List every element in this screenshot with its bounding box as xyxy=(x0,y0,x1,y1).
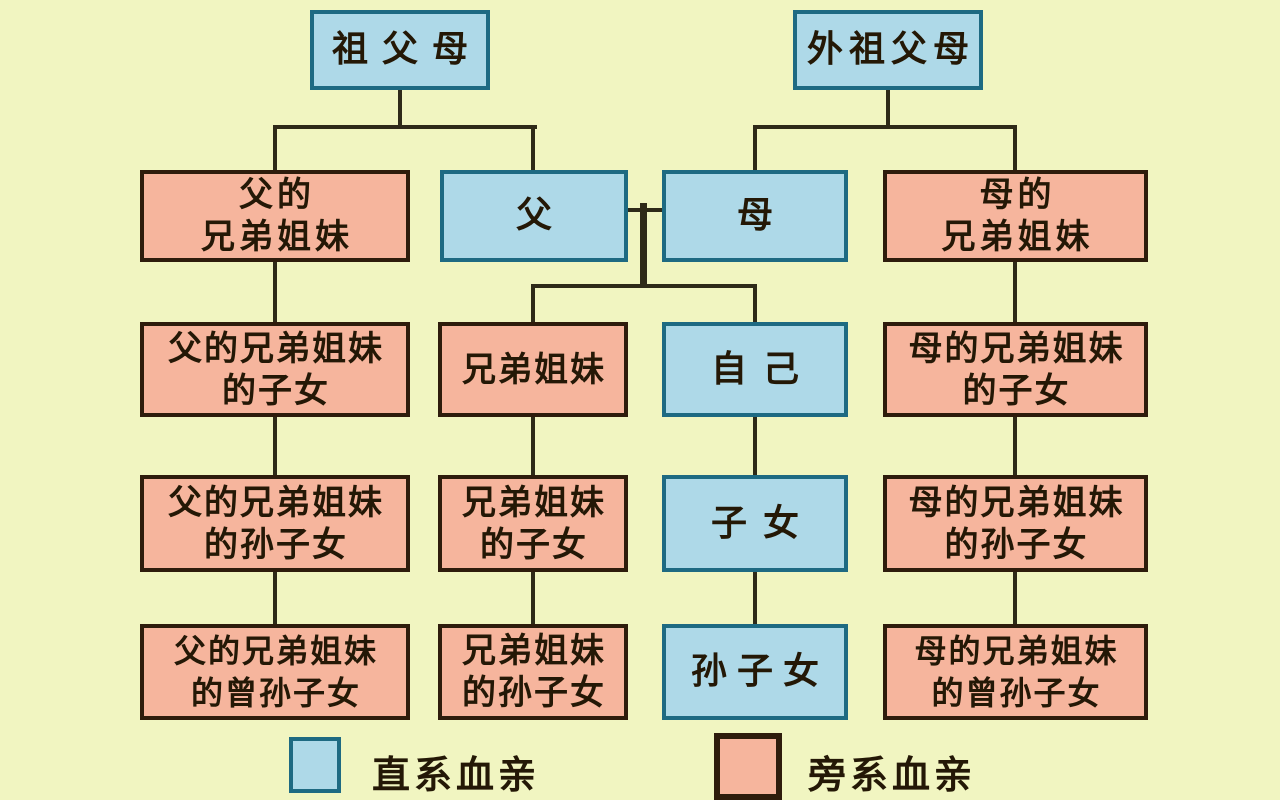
connector-line xyxy=(273,125,277,170)
connector-line xyxy=(273,125,537,129)
node-label: 祖父母 xyxy=(331,29,482,70)
node-label: 的孙子女 xyxy=(462,673,606,713)
connector-line xyxy=(1013,572,1017,624)
connector-line xyxy=(531,417,535,475)
node-siblings: 兄弟姐妹 xyxy=(438,322,628,417)
connector-line xyxy=(1013,262,1017,322)
connector-line xyxy=(531,572,535,624)
node-paternal-grandparents: 祖父母 xyxy=(310,10,490,90)
node-label: 的孙子女 xyxy=(944,524,1089,565)
node-father-siblings-children: 父的兄弟姐妹 的子女 xyxy=(140,322,410,417)
connector-line xyxy=(1013,417,1017,475)
connector-line xyxy=(531,125,535,170)
node-label: 父的兄弟姐妹 xyxy=(173,632,378,670)
connector-line xyxy=(753,284,757,322)
node-father-siblings: 父的 兄弟姐妹 xyxy=(140,170,410,262)
node-label: 子女 xyxy=(710,502,815,544)
node-label: 的子女 xyxy=(962,370,1071,411)
node-mother: 母 xyxy=(662,170,848,262)
connector-line xyxy=(886,90,890,129)
node-label: 兄弟姐妹 xyxy=(201,217,353,257)
node-mother-siblings-great-grandchildren: 母的兄弟姐妹 的曾孙子女 xyxy=(883,624,1148,720)
node-label: 母的兄弟姐妹 xyxy=(908,482,1125,523)
node-label: 母的兄弟姐妹 xyxy=(914,632,1119,670)
legend-label-collateral: 旁系血亲 xyxy=(808,753,977,797)
node-label: 的曾孙子女 xyxy=(190,674,361,712)
node-mother-siblings-children: 母的兄弟姐妹 的子女 xyxy=(883,322,1148,417)
node-label: 母 xyxy=(736,195,773,236)
legend-label-direct: 直系血亲 xyxy=(372,753,541,797)
node-label: 父 xyxy=(515,195,552,236)
node-children: 子女 xyxy=(662,475,848,572)
node-label: 孙子女 xyxy=(690,651,829,692)
connector-line xyxy=(531,284,757,288)
node-self: 自己 xyxy=(662,322,848,417)
node-label: 的子女 xyxy=(222,370,330,411)
connector-line xyxy=(753,125,1017,129)
node-siblings-children: 兄弟姐妹 的子女 xyxy=(438,475,628,572)
node-siblings-grandchildren: 兄弟姐妹 的孙子女 xyxy=(438,624,628,720)
node-label: 兄弟姐妹 xyxy=(462,482,606,523)
node-label: 父的兄弟姐妹 xyxy=(168,328,384,369)
node-label: 母的兄弟姐妹 xyxy=(908,328,1125,369)
node-label: 的孙子女 xyxy=(204,524,348,565)
node-mother-siblings: 母的 兄弟姐妹 xyxy=(883,170,1148,262)
node-father-siblings-grandchildren: 父的兄弟姐妹 的孙子女 xyxy=(140,475,410,572)
node-label: 的子女 xyxy=(480,524,588,565)
node-grandchildren: 孙子女 xyxy=(662,624,848,720)
node-label: 自己 xyxy=(710,348,815,390)
connector-line xyxy=(398,90,402,129)
connector-line xyxy=(531,284,535,322)
legend-swatch-direct xyxy=(289,737,341,793)
connector-line xyxy=(640,203,647,288)
connector-line xyxy=(273,417,277,475)
node-label: 兄弟姐妹 xyxy=(462,631,606,671)
legend-swatch-collateral xyxy=(714,733,782,800)
node-label: 母的 xyxy=(979,175,1056,215)
connector-line xyxy=(273,572,277,624)
connector-line xyxy=(273,262,277,322)
node-label: 父的兄弟姐妹 xyxy=(168,482,384,523)
connector-line xyxy=(753,417,757,475)
node-label: 外祖父母 xyxy=(806,29,975,70)
node-maternal-grandparents: 外祖父母 xyxy=(793,10,983,90)
connector-line xyxy=(1013,125,1017,170)
node-father-siblings-great-grandchildren: 父的兄弟姐妹 的曾孙子女 xyxy=(140,624,410,720)
node-father: 父 xyxy=(440,170,628,262)
node-label: 兄弟姐妹 xyxy=(462,349,606,390)
node-label: 兄弟姐妹 xyxy=(941,217,1094,257)
node-mother-siblings-grandchildren: 母的兄弟姐妹 的孙子女 xyxy=(883,475,1148,572)
connector-line xyxy=(753,572,757,624)
node-label: 父的 xyxy=(239,175,315,215)
connector-line xyxy=(753,125,757,170)
node-label: 的曾孙子女 xyxy=(931,674,1102,712)
